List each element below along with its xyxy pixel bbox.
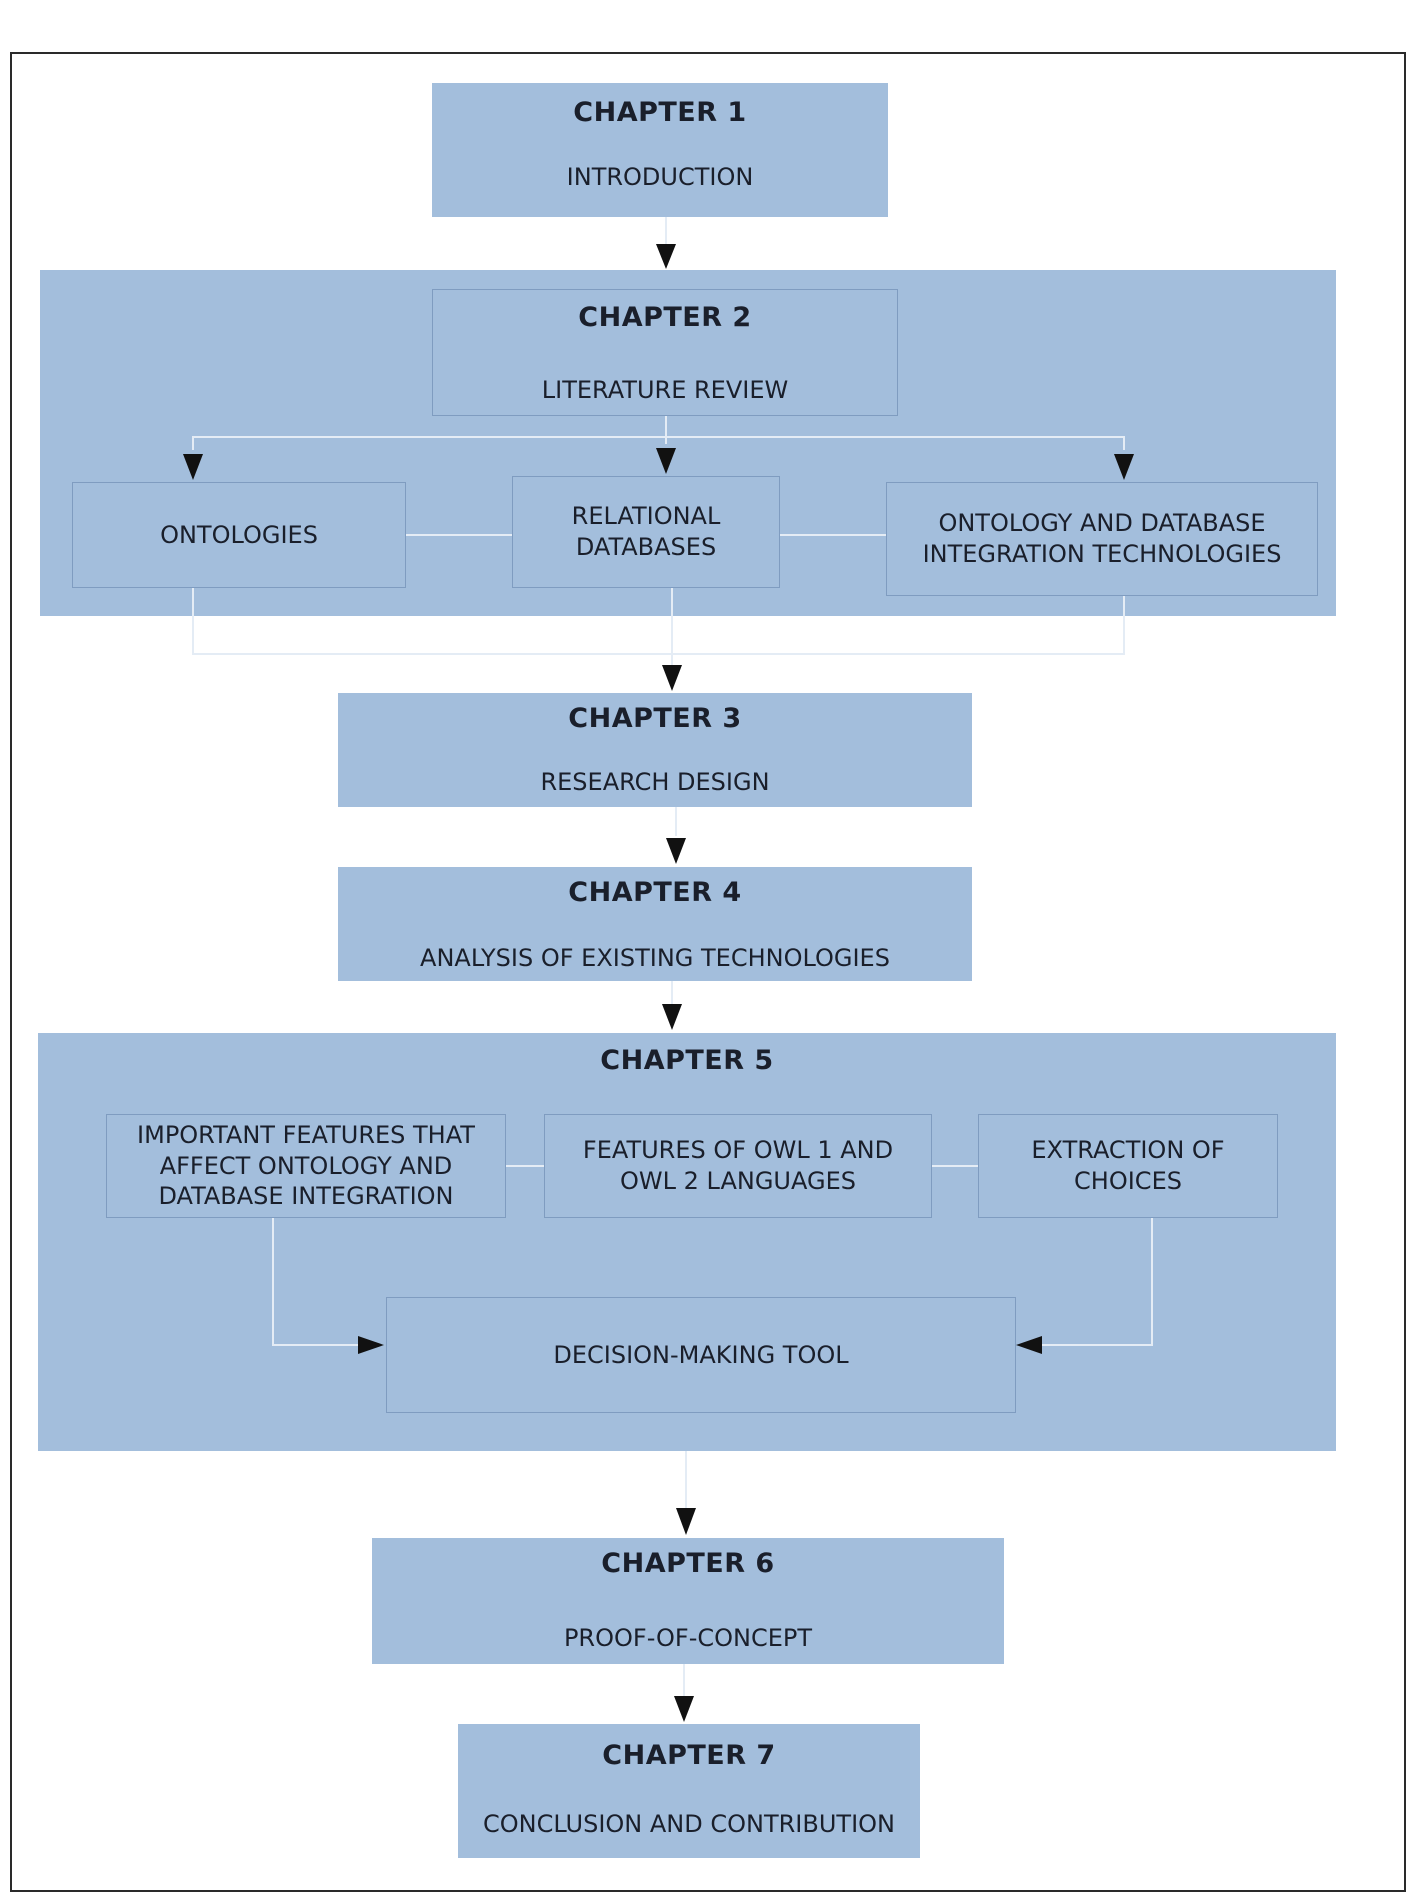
- chapter-3-box: CHAPTER 3 RESEARCH DESIGN: [338, 693, 972, 807]
- chapter-3-subtitle: RESEARCH DESIGN: [540, 768, 770, 796]
- arrowheads: [183, 244, 1134, 1722]
- chapter-2-band: [40, 270, 1336, 616]
- chapter-5-band: CHAPTER 5: [38, 1033, 1336, 1451]
- owl-features-box: FEATURES OF OWL 1 AND OWL 2 LANGUAGES: [544, 1114, 932, 1218]
- ontologies-box: ONTOLOGIES: [72, 482, 406, 588]
- chapter-7-title: CHAPTER 7: [602, 1740, 776, 1771]
- important-features-label: IMPORTANT FEATURES THAT AFFECT ONTOLOGY …: [137, 1120, 475, 1211]
- chapter-4-subtitle: ANALYSIS OF EXISTING TECHNOLOGIES: [420, 944, 890, 972]
- chapter-2-subtitle: LITERATURE REVIEW: [541, 376, 789, 404]
- ontology-database-integration-label: ONTOLOGY AND DATABASE INTEGRATION TECHNO…: [922, 509, 1282, 568]
- arrow-to-chapter-7: [674, 1696, 694, 1722]
- chapter-1-title: CHAPTER 1: [573, 97, 747, 128]
- owl-features-label: FEATURES OF OWL 1 AND OWL 2 LANGUAGES: [582, 1136, 894, 1195]
- relational-databases-label: RELATIONAL DATABASES: [571, 502, 721, 561]
- chapter-5-title: CHAPTER 5: [600, 1045, 774, 1076]
- chapter-4-title: CHAPTER 4: [568, 877, 742, 908]
- chapter-2-header-box: CHAPTER 2 LITERATURE REVIEW: [432, 289, 898, 416]
- arrow-to-tool-right: [1016, 1336, 1042, 1354]
- chapter-3-title: CHAPTER 3: [568, 703, 742, 734]
- chapter-7-subtitle: CONCLUSION AND CONTRIBUTION: [483, 1810, 895, 1838]
- ontologies-label: ONTOLOGIES: [160, 520, 318, 549]
- chapter-1-box: CHAPTER 1 INTRODUCTION: [432, 83, 888, 217]
- arrow-to-chapter-5: [662, 1004, 682, 1030]
- chapter-6-box: CHAPTER 6 PROOF-OF-CONCEPT: [372, 1538, 1004, 1664]
- chapter-6-title: CHAPTER 6: [601, 1548, 775, 1579]
- chapter-2-title: CHAPTER 2: [578, 302, 752, 333]
- chapter-4-box: CHAPTER 4 ANALYSIS OF EXISTING TECHNOLOG…: [338, 867, 972, 981]
- arrow-to-relational-databases: [656, 448, 676, 474]
- chapter-1-subtitle: INTRODUCTION: [566, 163, 754, 191]
- arrow-to-chapter-3: [662, 665, 682, 691]
- arrow-to-ontologies: [183, 454, 203, 480]
- connector-ch2-branches: [192, 436, 1125, 450]
- arrow-to-tool-left: [358, 1336, 384, 1354]
- decision-making-tool-label: DECISION-MAKING TOOL: [553, 1340, 849, 1369]
- connector-features-tool: [272, 1218, 360, 1346]
- connector-extraction-tool: [1040, 1218, 1153, 1346]
- important-features-box: IMPORTANT FEATURES THAT AFFECT ONTOLOGY …: [106, 1114, 506, 1218]
- decision-making-tool-box: DECISION-MAKING TOOL: [386, 1297, 1016, 1413]
- arrow-to-integration-technologies: [1114, 454, 1134, 480]
- connector-ch2-merge: [192, 588, 1125, 655]
- arrow-to-chapter-6: [676, 1508, 696, 1535]
- arrow-to-chapter-4: [666, 838, 686, 864]
- arrow-to-chapter-2: [656, 244, 676, 269]
- relational-databases-box: RELATIONAL DATABASES: [512, 476, 780, 588]
- connector-lines: [192, 217, 1153, 1696]
- extraction-of-choices-box: EXTRACTION OF CHOICES: [978, 1114, 1278, 1218]
- chapter-6-subtitle: PROOF-OF-CONCEPT: [563, 1624, 813, 1652]
- ontology-database-integration-box: ONTOLOGY AND DATABASE INTEGRATION TECHNO…: [886, 482, 1318, 596]
- extraction-of-choices-label: EXTRACTION OF CHOICES: [1031, 1136, 1225, 1195]
- chapter-7-box: CHAPTER 7 CONCLUSION AND CONTRIBUTION: [458, 1724, 920, 1858]
